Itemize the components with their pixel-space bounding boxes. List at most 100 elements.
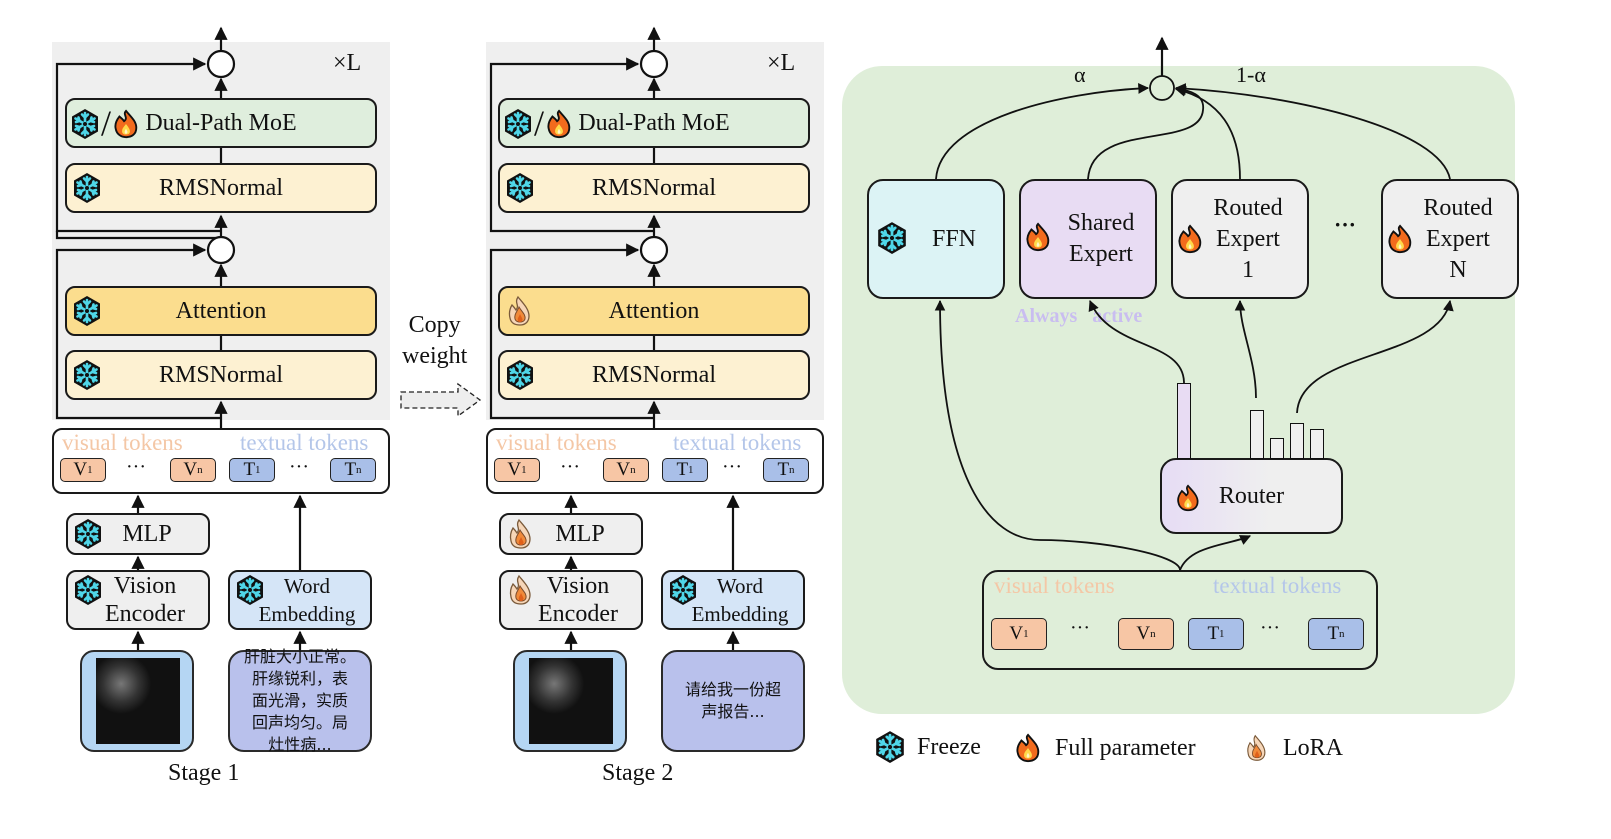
router-label: Router — [1218, 482, 1285, 509]
router[interactable]: Router — [1160, 458, 1343, 534]
ellipsis: ··· — [560, 456, 580, 478]
freeze-icon — [873, 730, 907, 764]
router-bar-shared — [1177, 383, 1191, 459]
rmsnorm-label: RMSNormal — [158, 174, 283, 201]
stage1-vision-encoder[interactable]: Vision Encoder — [66, 570, 210, 630]
stage1-attention-block[interactable]: Attention — [65, 286, 377, 336]
attention-label: Attention — [608, 297, 700, 324]
copy-weight-label: Copy weight — [402, 312, 468, 369]
routed-expert-1-label: Routed Expert 1 — [1213, 194, 1283, 283]
full-parameter-icon — [111, 108, 141, 140]
stage2-attention-block[interactable]: Attention — [498, 286, 810, 336]
ffn-label: FFN — [931, 225, 977, 252]
full-parameter-icon — [1175, 221, 1205, 257]
freeze-icon — [504, 172, 536, 204]
stage2-mlp-block[interactable]: MLP — [499, 513, 643, 555]
freeze-icon — [71, 172, 103, 204]
moe-label: Dual-Path MoE — [145, 109, 297, 136]
moe-label: Dual-Path MoE — [578, 109, 730, 136]
shared-expert[interactable]: Shared Expert — [1019, 179, 1157, 299]
experts-ellipsis: ··· — [1334, 212, 1357, 237]
router-bar-routed — [1250, 410, 1264, 459]
legend-full-parameter: Full parameter — [1013, 730, 1196, 766]
vision-encoder-label: Vision Encoder — [105, 573, 185, 627]
lora-icon — [505, 574, 537, 606]
lora-icon — [504, 295, 536, 327]
freeze-icon — [234, 574, 266, 606]
stage2-word-embedding[interactable]: Word Embedding — [661, 570, 805, 630]
stage2-rmsnorm-bottom[interactable]: RMSNormal — [498, 350, 810, 400]
routed-expert-1[interactable]: Routed Expert 1 — [1171, 179, 1309, 299]
ellipsis: ··· — [289, 456, 309, 478]
router-bar-routed — [1310, 429, 1324, 459]
stage2-rmsnorm-top[interactable]: RMSNormal — [498, 163, 810, 213]
routed-expert-n-label: Routed Expert N — [1423, 194, 1493, 283]
stage1-mlp-block[interactable]: MLP — [66, 513, 210, 555]
textual-tokens-label: textual tokens — [240, 430, 369, 455]
stage1-repeat-label: ×L — [333, 50, 362, 76]
full-parameter-icon — [544, 108, 574, 140]
stage1-rmsnorm-bottom[interactable]: RMSNormal — [65, 350, 377, 400]
freeze-icon — [71, 359, 103, 391]
stage1-report-text-input: 肝脏大小正常。 肝缘锐利，表 面光滑，实质 回声均匀。局 灶性病... — [228, 647, 372, 754]
word-embedding-label: Word Embedding — [691, 574, 789, 626]
freeze-icon — [71, 295, 103, 327]
alpha-label: α — [1074, 62, 1086, 87]
ultrasound-image — [529, 658, 613, 744]
stage1-title: Stage 1 — [168, 760, 240, 786]
stage1-moe-block[interactable]: / Dual-Path MoE — [65, 98, 377, 148]
stage2-prompt-text-input: 请给我一份超 声报告... — [661, 650, 805, 752]
full-parameter-icon — [1013, 730, 1043, 766]
router-bar-routed — [1290, 423, 1304, 459]
mlp-label: MLP — [555, 520, 605, 547]
full-parameter-icon — [1023, 219, 1053, 255]
freeze-icon — [69, 108, 101, 140]
visual-tokens-label: visual tokens — [994, 573, 1115, 598]
rmsnorm-label: RMSNormal — [591, 361, 716, 388]
mlp-label: MLP — [122, 520, 172, 547]
stage2-ultrasound-image-input — [513, 650, 627, 752]
legend-freeze: Freeze — [873, 730, 981, 764]
stage2-vision-encoder[interactable]: Vision Encoder — [499, 570, 643, 630]
rmsnorm-label: RMSNormal — [158, 361, 283, 388]
ffn-expert[interactable]: FFN — [867, 179, 1005, 299]
attention-label: Attention — [175, 297, 267, 324]
freeze-icon — [504, 359, 536, 391]
routed-expert-n[interactable]: Routed Expert N — [1381, 179, 1519, 299]
shared-expert-label: Shared Expert — [1067, 210, 1135, 267]
ellipsis: ··· — [1070, 617, 1090, 639]
visual-tokens-label: visual tokens — [62, 430, 183, 455]
slash-separator: / — [101, 103, 112, 143]
freeze-icon — [875, 221, 909, 255]
freeze-icon — [502, 108, 534, 140]
full-parameter-icon — [1385, 221, 1415, 257]
one-minus-alpha-label: 1-α — [1236, 62, 1266, 87]
ellipsis: ··· — [126, 456, 146, 478]
stage1-rmsnorm-top[interactable]: RMSNormal — [65, 163, 377, 213]
lora-icon — [505, 518, 537, 550]
freeze-icon — [72, 518, 104, 550]
freeze-icon — [667, 574, 699, 606]
always-active-label: Always active — [1015, 305, 1143, 327]
freeze-icon — [72, 574, 104, 606]
stage2-repeat-label: ×L — [767, 50, 796, 76]
stage1-word-embedding[interactable]: Word Embedding — [228, 570, 372, 630]
word-embedding-label: Word Embedding — [258, 574, 356, 626]
moe-token-sequence — [982, 570, 1378, 670]
ellipsis: ··· — [1260, 617, 1280, 639]
stage2-moe-block[interactable]: / Dual-Path MoE — [498, 98, 810, 148]
textual-tokens-label: textual tokens — [1213, 573, 1342, 598]
textual-tokens-label: textual tokens — [673, 430, 802, 455]
ultrasound-image — [96, 658, 180, 744]
slash-separator: / — [534, 103, 545, 143]
